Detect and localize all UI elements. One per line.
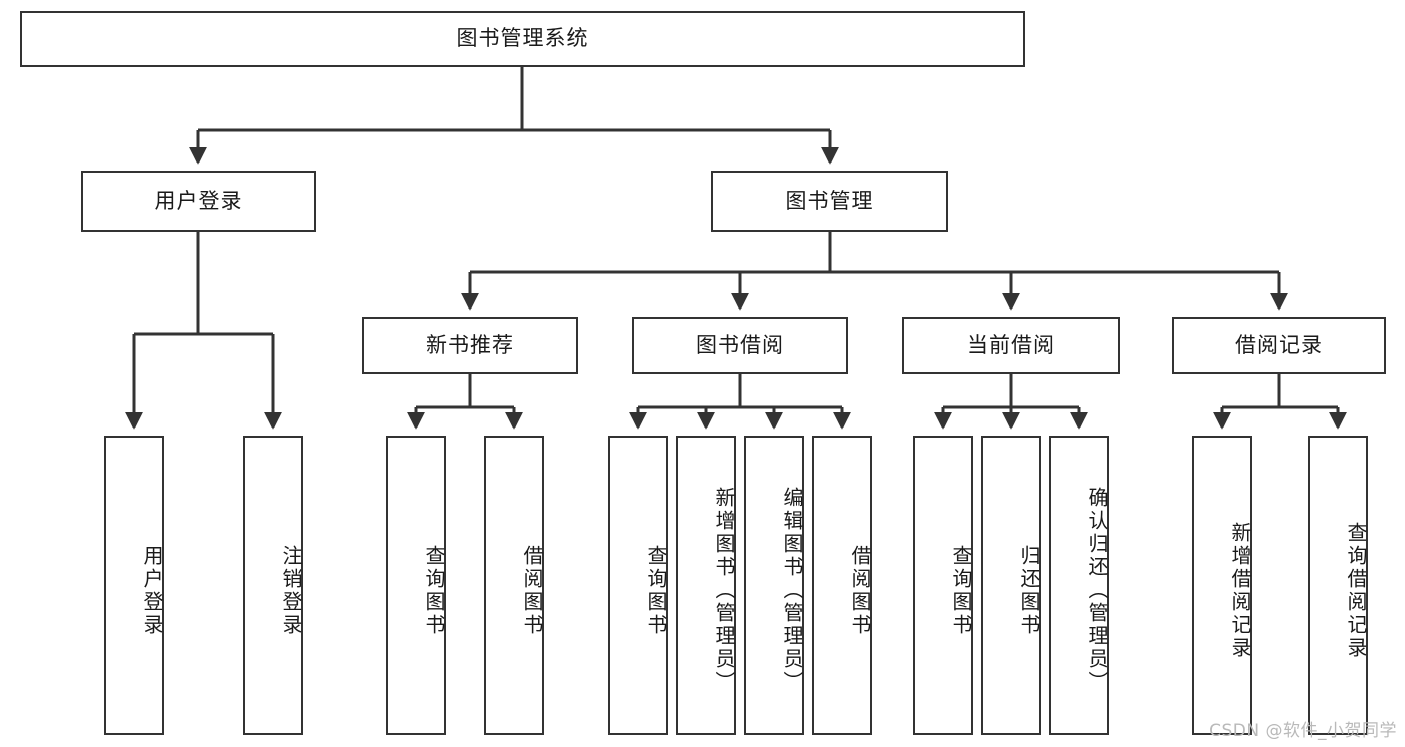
node-label: 查询图书 xyxy=(422,544,446,637)
node-label: 查询图书 xyxy=(949,544,973,637)
leaf-query-book-current[interactable]: 查询图书 xyxy=(913,436,973,735)
node-new-book-recommend[interactable]: 新书推荐 xyxy=(362,317,578,374)
node-book-manage[interactable]: 图书管理 xyxy=(711,171,948,232)
node-label: 用户登录 xyxy=(154,188,243,213)
leaf-borrow-book-recommend[interactable]: 借阅图书 xyxy=(484,436,544,735)
node-label: 查询借阅记录 xyxy=(1344,521,1368,660)
leaf-query-borrow-record[interactable]: 查询借阅记录 xyxy=(1308,436,1368,735)
node-user-login[interactable]: 用户登录 xyxy=(81,171,316,232)
node-label: 借阅记录 xyxy=(1235,332,1323,357)
leaf-borrow-book[interactable]: 借阅图书 xyxy=(812,436,872,735)
leaf-user-login[interactable]: 用户登录 xyxy=(104,436,164,735)
node-label: 新增借阅记录 xyxy=(1228,521,1252,660)
node-borrow-record[interactable]: 借阅记录 xyxy=(1172,317,1386,374)
node-label: 确认归还（管理员） xyxy=(1085,487,1109,694)
leaf-edit-book-admin[interactable]: 编辑图书（管理员） xyxy=(744,436,804,735)
leaf-query-book-recommend[interactable]: 查询图书 xyxy=(386,436,446,735)
node-label: 借阅图书 xyxy=(520,544,544,637)
csdn-watermark: CSDN @软件_小贺同学 xyxy=(1209,721,1397,741)
node-label: 新增图书（管理员） xyxy=(712,487,736,694)
node-label: 注销登录 xyxy=(279,544,303,637)
node-label: 新书推荐 xyxy=(426,332,514,357)
node-label: 归还图书 xyxy=(1017,544,1041,637)
leaf-confirm-return-admin[interactable]: 确认归还（管理员） xyxy=(1049,436,1109,735)
node-label: 图书管理系统 xyxy=(456,26,589,51)
leaf-logout-login[interactable]: 注销登录 xyxy=(243,436,303,735)
node-label: 编辑图书（管理员） xyxy=(780,487,804,694)
node-label: 用户登录 xyxy=(140,544,164,637)
leaf-add-borrow-record[interactable]: 新增借阅记录 xyxy=(1192,436,1252,735)
node-label: 当前借阅 xyxy=(967,332,1055,357)
node-label: 查询图书 xyxy=(644,544,668,637)
node-book-borrow[interactable]: 图书借阅 xyxy=(632,317,848,374)
node-label: 图书管理 xyxy=(785,188,874,213)
leaf-add-book-admin[interactable]: 新增图书（管理员） xyxy=(676,436,736,735)
leaf-query-book-borrow[interactable]: 查询图书 xyxy=(608,436,668,735)
node-label: 图书借阅 xyxy=(696,332,784,357)
leaf-return-book[interactable]: 归还图书 xyxy=(981,436,1041,735)
node-label: 借阅图书 xyxy=(848,544,872,637)
node-current-borrow[interactable]: 当前借阅 xyxy=(902,317,1120,374)
node-root-book-management-system[interactable]: 图书管理系统 xyxy=(20,11,1025,67)
